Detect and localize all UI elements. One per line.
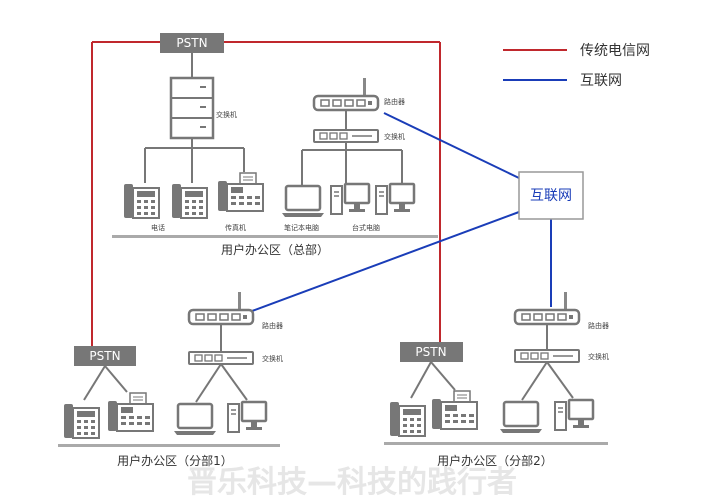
branch1-floor-line <box>58 444 280 447</box>
hq-office-label: 用户办公区（总部） <box>221 242 329 257</box>
branch2-pstn-label: PSTN <box>415 345 446 359</box>
hq-pbx-switch-label: 交换机 <box>216 110 237 119</box>
hq-pstn-label: PSTN <box>176 36 207 50</box>
hq-phone-icon <box>123 183 160 219</box>
hq-desktop-label: 台式电脑 <box>352 223 380 232</box>
hq-phone-icon <box>171 183 208 219</box>
branch2-desktop-icon <box>553 398 595 432</box>
hq-desktop-icon <box>374 182 416 216</box>
branch2-switch-icon <box>514 349 580 363</box>
branch1-switch-label: 交换机 <box>262 354 283 363</box>
branch1-router-icon <box>187 290 255 326</box>
branch2-floor-line <box>384 442 608 445</box>
hq-pbx-switch-icon <box>169 76 215 140</box>
branch1-phone-icon <box>63 403 100 439</box>
hq-desktop-icon <box>329 182 371 216</box>
branch2-fax-icon <box>431 390 478 430</box>
branch1-switch-icon <box>188 351 254 365</box>
legend-pstn-label: 传统电信网 <box>580 43 650 59</box>
internet-links <box>251 112 552 312</box>
hq-office: PSTN 交换机 电话 传真机 路由器 交换机 <box>112 33 438 257</box>
pstn-links <box>91 41 441 346</box>
hq-floor-line <box>112 235 438 238</box>
branch1-desktop-icon <box>226 400 268 434</box>
internet-node-label: 互联网 <box>530 188 572 204</box>
hq-pstn-box <box>160 33 224 53</box>
branch2-router-label: 路由器 <box>588 321 609 330</box>
branch2-office: PSTN 路由器 交换机 用户办公区（分部2） <box>384 290 609 468</box>
branch1-office: PSTN 路由器 交换机 用户办公区（分部1） <box>58 290 283 468</box>
branch2-phone-icon <box>389 401 426 437</box>
legend: 传统电信网 互联网 <box>503 43 650 89</box>
branch2-laptop-icon <box>498 400 544 435</box>
hq-router-label: 路由器 <box>384 97 405 106</box>
branch2-switch-label: 交换机 <box>588 352 609 361</box>
branch1-pstn-box <box>74 346 136 366</box>
watermark-text: 晋乐科技—科技的践行者 <box>187 465 517 500</box>
branch1-pstn-label: PSTN <box>89 349 120 363</box>
hq-router-icon <box>312 76 380 112</box>
branch2-pstn-box <box>400 342 463 362</box>
hq-data-switch-icon <box>313 129 379 143</box>
branch2-office-label: 用户办公区（分部2） <box>437 453 553 468</box>
branch2-router-icon <box>513 290 581 326</box>
hq-laptop-label: 笔记本电脑 <box>284 223 319 232</box>
hq-laptop-icon <box>280 184 326 219</box>
branch1-fax-icon <box>107 392 154 432</box>
internet-node: 互联网 <box>518 171 584 220</box>
branch1-router-label: 路由器 <box>262 321 283 330</box>
hq-fax-icon <box>217 172 264 212</box>
legend-internet-label: 互联网 <box>580 73 622 89</box>
branch1-laptop-icon <box>172 402 218 437</box>
branch1-office-label: 用户办公区（分部1） <box>117 453 233 468</box>
hq-phone-label: 电话 <box>151 223 165 232</box>
hq-fax-label: 传真机 <box>225 223 246 232</box>
hq-data-switch-label: 交换机 <box>384 132 405 141</box>
